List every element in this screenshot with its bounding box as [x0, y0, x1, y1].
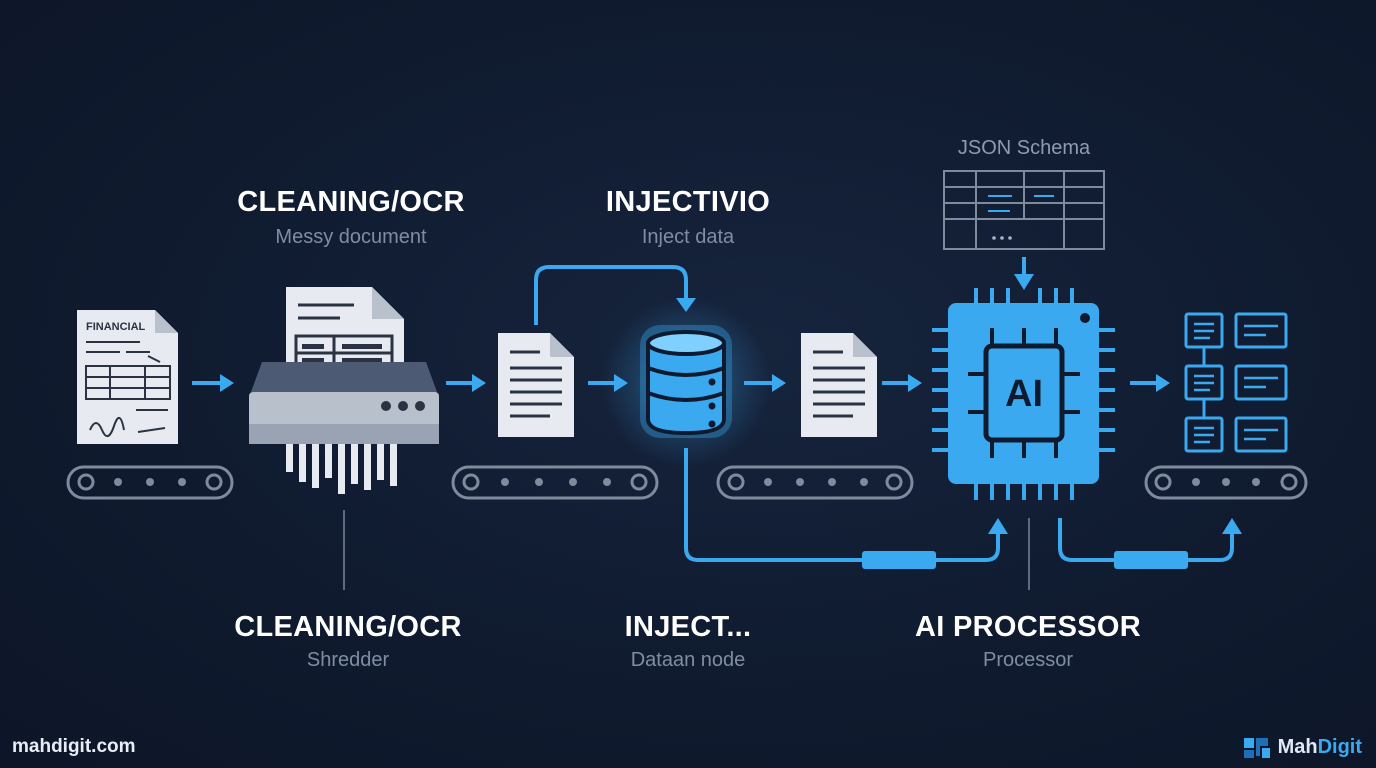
brand-name-accent: Digit: [1317, 735, 1362, 758]
brand-name-main: Mah: [1277, 735, 1318, 758]
bottom-subtitle-shredder: Shredder: [306, 649, 390, 671]
stage-title-inject: INJECTIVIO: [605, 186, 771, 218]
conveyor-belt-icon: [66, 465, 234, 500]
document-icon: [498, 333, 574, 437]
arrow-up-icon: [988, 518, 1008, 534]
site-url: mahdigit.com: [12, 736, 136, 757]
json-schema-label: JSON Schema: [957, 137, 1091, 159]
conveyor-belt-icon: [1144, 465, 1308, 500]
arrow-up-icon: [1222, 518, 1242, 534]
bottom-subtitle-processor: Processor: [982, 649, 1074, 671]
bottom-title-ai-processor: AI PROCESSOR: [915, 611, 1141, 643]
bottom-title-cleaning: CLEANING/OCR: [234, 611, 462, 643]
document-icon: [801, 333, 877, 437]
financial-document-label: FINANCIAL: [86, 321, 146, 333]
arrow-right-icon: [192, 374, 234, 392]
inject-loop-line: [534, 265, 688, 325]
stage-title-cleaning: CLEANING/OCR: [237, 186, 465, 218]
database-icon: [601, 297, 771, 467]
conveyor-belt-icon: [716, 465, 914, 500]
ai-chip-icon: AI: [932, 288, 1115, 500]
stage-subtitle-inject: Inject data: [641, 226, 735, 248]
financial-document-icon: [77, 310, 178, 444]
conveyor-belt-icon: [451, 465, 659, 500]
ai-chip-label: AI: [1005, 373, 1043, 415]
shredder-icon: [249, 287, 439, 494]
brand-name: MahDigit: [1278, 736, 1362, 759]
link-connector: [1114, 551, 1188, 569]
arrow-right-icon: [446, 374, 486, 392]
link-connector: [862, 551, 936, 569]
json-schema-grid-icon: [943, 170, 1105, 250]
database-to-ai-line: [684, 448, 1000, 562]
bottom-subtitle-data-node: Dataan node: [630, 649, 746, 671]
arrow-right-icon: [1130, 374, 1170, 392]
arrow-down-icon: [1014, 274, 1034, 290]
stage-subtitle-cleaning: Messy document: [275, 226, 427, 248]
mahdigit-logo-icon: [1243, 738, 1270, 758]
structured-output-icon: [1184, 312, 1288, 453]
bottom-title-inject: INJECT...: [624, 611, 752, 643]
brand-logo: MahDigit: [1242, 734, 1362, 760]
arrow-right-icon: [882, 374, 922, 392]
